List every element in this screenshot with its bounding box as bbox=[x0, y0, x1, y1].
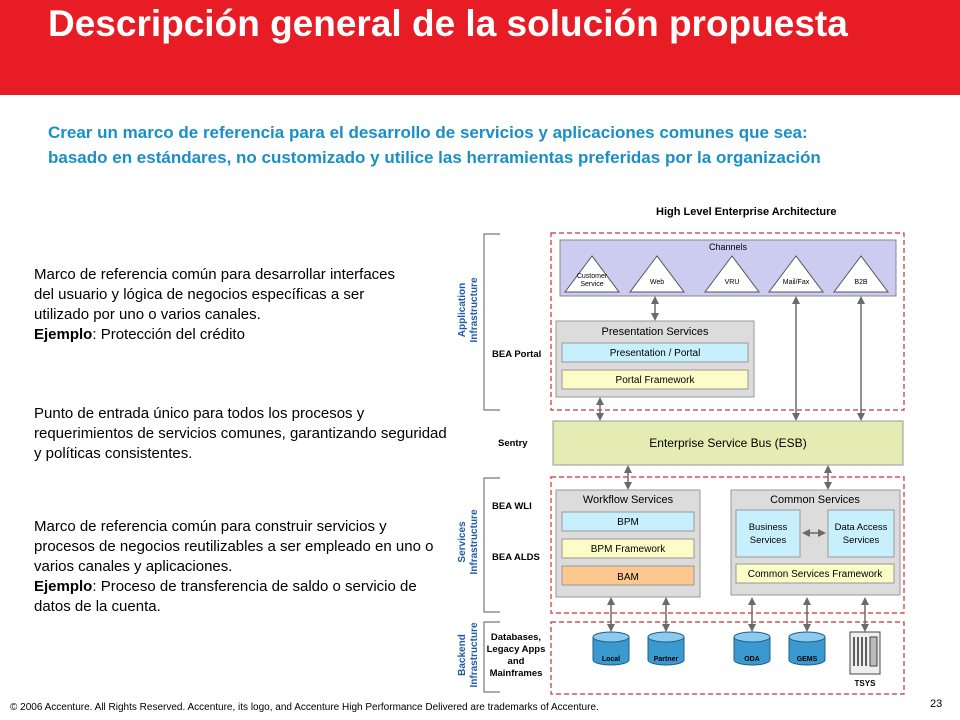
bpm-label: BPM bbox=[617, 517, 639, 528]
mainframe-label-tsys: TSYS bbox=[855, 679, 877, 688]
mainframe-tsys-icon: TSYS bbox=[849, 631, 881, 688]
portal-framework-box bbox=[561, 369, 749, 390]
channel-triangles bbox=[564, 255, 889, 293]
db-label-oda: ODA bbox=[744, 656, 760, 663]
example-text: : Protección del crédito bbox=[92, 326, 245, 343]
slide-subtitle: Crear un marco de referencia para el des… bbox=[48, 123, 821, 167]
db-label-partner: Partner bbox=[654, 656, 679, 663]
channel-label-web: Web bbox=[650, 279, 664, 286]
layer-containers bbox=[550, 232, 905, 695]
bam-box bbox=[561, 565, 695, 586]
layer-label-services: ServicesInfrastructure bbox=[457, 509, 480, 574]
title-bar bbox=[0, 0, 960, 95]
example-text: : Proceso de transferencia de saldo o se… bbox=[34, 578, 417, 615]
data-access-services-box bbox=[827, 509, 895, 558]
footer-copyright: © 2006 Accenture. All Rights Reserved. A… bbox=[10, 702, 599, 713]
channel-web bbox=[629, 255, 685, 293]
presentation-services-title: Presentation Services bbox=[602, 326, 709, 338]
db-oda: ODA bbox=[733, 631, 771, 666]
channel-vru bbox=[704, 255, 760, 293]
channel-label-b2b: B2B bbox=[854, 279, 868, 286]
esb-box bbox=[552, 420, 904, 466]
description-text: Marco de referencia común para construir… bbox=[34, 518, 434, 575]
channels-title: Channels bbox=[709, 242, 748, 252]
bpm-framework-label: BPM Framework bbox=[591, 544, 666, 555]
description-application: Marco de referencia común para desarroll… bbox=[34, 265, 404, 345]
connector-arrows bbox=[596, 296, 869, 632]
channel-label-mail-fax: Mail/Fax bbox=[783, 279, 810, 286]
description-services: Marco de referencia común para construir… bbox=[34, 517, 434, 617]
slide-title: Descripción general de la solución propu… bbox=[48, 3, 848, 44]
layer-label-backend: BackendInfrastructure bbox=[457, 622, 480, 687]
product-bea-wli: BEA WLI bbox=[492, 501, 532, 512]
common-services-title: Common Services bbox=[770, 494, 860, 506]
presentation-portal-box bbox=[561, 342, 749, 363]
db-gems: GEMS bbox=[788, 631, 826, 666]
db-local: Local bbox=[592, 631, 630, 666]
bpm-box bbox=[561, 511, 695, 532]
presentation-portal-label: Presentation / Portal bbox=[610, 348, 701, 359]
channel-b2b bbox=[833, 255, 889, 293]
workflow-services-title: Workflow Services bbox=[583, 494, 674, 506]
layer-brackets bbox=[483, 233, 500, 693]
db-label-local: Local bbox=[602, 656, 620, 663]
page-number: 23 bbox=[930, 698, 943, 710]
common-services-framework-box bbox=[735, 563, 895, 584]
product-sentry: Sentry bbox=[498, 438, 528, 449]
business-services-box bbox=[735, 509, 801, 558]
bam-label: BAM bbox=[617, 572, 639, 583]
layer-label-application: ApplicationInfrastructure bbox=[457, 277, 480, 342]
description-sentry: Punto de entrada único para todos los pr… bbox=[34, 404, 449, 464]
product-bea-alds: BEA ALDS bbox=[492, 552, 540, 563]
diagram-title: High Level Enterprise Architecture bbox=[656, 206, 837, 218]
channel-customer-service bbox=[564, 255, 620, 293]
description-text: Marco de referencia común para desarroll… bbox=[34, 266, 396, 323]
db-label-gems: GEMS bbox=[797, 656, 818, 663]
esb-label: Enterprise Service Bus (ESB) bbox=[649, 436, 806, 450]
product-bea-portal: BEA Portal bbox=[492, 349, 541, 360]
description-text: Punto de entrada único para todos los pr… bbox=[34, 405, 447, 462]
channel-label-vru: VRU bbox=[725, 279, 740, 286]
bpm-framework-box bbox=[561, 538, 695, 559]
channel-mail-fax bbox=[768, 255, 824, 293]
common-services-framework-label: Common Services Framework bbox=[748, 569, 883, 580]
portal-framework-label: Portal Framework bbox=[616, 375, 696, 386]
example-label: Ejemplo bbox=[34, 578, 93, 595]
example-label: Ejemplo bbox=[34, 326, 93, 343]
db-partner: Partner bbox=[647, 631, 685, 666]
